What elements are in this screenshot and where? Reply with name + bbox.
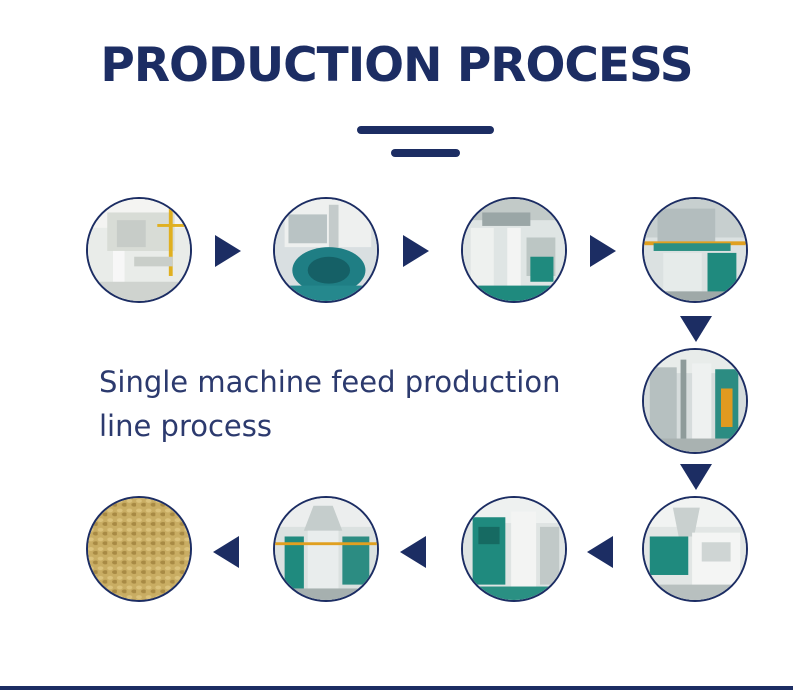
- title-underline-short: [391, 149, 460, 157]
- step-1-raw-material-intake-photo: [86, 197, 192, 303]
- flow-arrow-right-2: [403, 235, 429, 267]
- flow-arrow-right-3: [590, 235, 616, 267]
- flow-arrow-left-1: [587, 536, 613, 568]
- step-2-hammer-mill-motor-photo: [273, 197, 379, 303]
- flow-arrow-down-1: [680, 316, 712, 342]
- flow-arrow-down-2: [680, 464, 712, 490]
- flow-arrow-left-3: [213, 536, 239, 568]
- flow-arrow-right-1: [215, 235, 241, 267]
- bottom-divider: [0, 686, 793, 690]
- step-4-mixer-platform-photo: [642, 197, 748, 303]
- step-7-cooler-photo: [461, 496, 567, 602]
- step-6-pellet-mill-photo: [642, 496, 748, 602]
- description-line-2: line process: [99, 409, 272, 443]
- step-8-packing-silo-photo: [273, 496, 379, 602]
- step-5-conveyor-elevator-photo: [642, 348, 748, 454]
- page-title: PRODUCTION PROCESS: [100, 38, 693, 93]
- process-description: Single machine feed production line proc…: [99, 360, 619, 448]
- step-9-finished-feed-pellets-photo: [86, 496, 192, 602]
- title-underline-long: [357, 126, 494, 134]
- step-3-batching-system-photo: [461, 197, 567, 303]
- description-line-1: Single machine feed production: [99, 365, 561, 399]
- flow-arrow-left-2: [400, 536, 426, 568]
